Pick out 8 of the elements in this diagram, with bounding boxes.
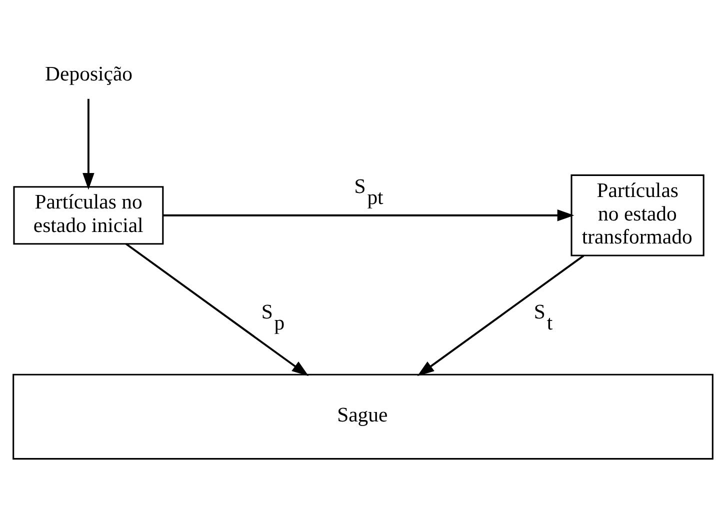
- arrow: [417, 254, 584, 376]
- node-box: Partículas no estado transformado: [570, 174, 704, 256]
- node-box: Sague: [12, 373, 714, 460]
- node-box: Partículas no estado inicial: [13, 186, 164, 244]
- arrow: [125, 242, 309, 376]
- arrow: [163, 208, 574, 221]
- node-text: Deposição: [45, 62, 133, 85]
- arrow: [82, 98, 94, 190]
